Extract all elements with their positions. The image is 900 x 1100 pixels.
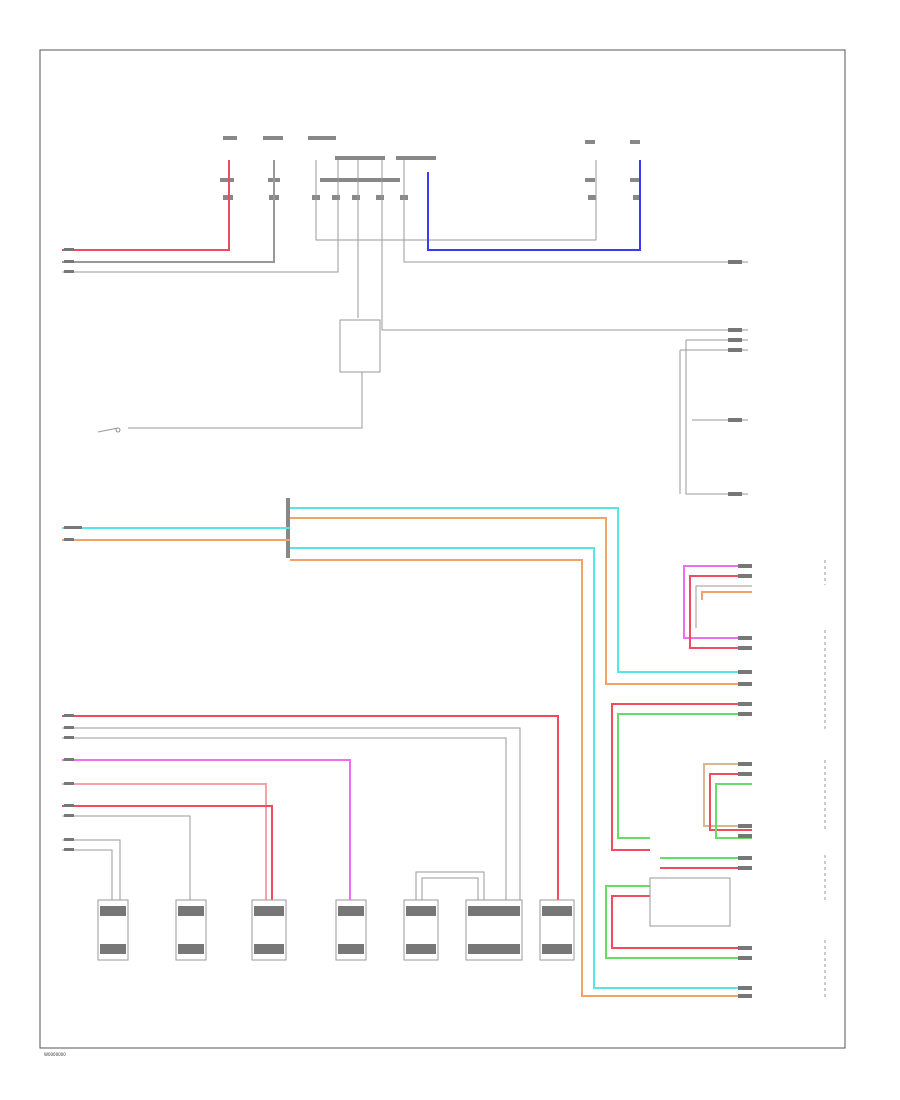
wire-gray-loop [695, 585, 752, 628]
wire-gray-bottom-7 [421, 877, 479, 900]
wire-gray-top-1 [62, 160, 275, 263]
wire-gray-bottom-1 [62, 727, 521, 900]
wire-orange-loop [701, 591, 752, 600]
wire-green-lower-2 [605, 885, 752, 959]
wire-gray-top-4 [403, 160, 748, 263]
wire-red-bottom-1 [62, 715, 559, 900]
lower-right-module [649, 877, 731, 927]
switch-lever [97, 427, 119, 433]
wire-cyan-right-1 [290, 507, 752, 673]
wire-blue-top [427, 160, 641, 251]
wire-red-right-2 [709, 773, 752, 831]
wire-gray-top-5 [381, 160, 748, 331]
wire-green-right [617, 713, 752, 839]
wire-orange-right-2 [290, 559, 752, 997]
wire-red-right [611, 703, 752, 851]
wire-green-right-2 [715, 783, 752, 839]
bottom-module-2 [175, 899, 207, 961]
wire-gray-bottom-4 [62, 839, 121, 900]
wire-magenta-loop [683, 565, 752, 639]
wire-tan-right [703, 763, 752, 827]
bottom-module-4 [335, 899, 367, 961]
bottom-module-3 [251, 899, 287, 961]
right-connector-lower [738, 564, 752, 998]
wire-gray-top-3 [315, 160, 597, 241]
wire-magenta-bottom [62, 759, 351, 900]
wire-switch-out [128, 372, 363, 429]
switch-module [339, 319, 381, 373]
bottom-module-6 [465, 899, 523, 961]
wire-orange-right-1 [290, 517, 752, 685]
wire-cyan-right-2 [290, 547, 752, 989]
wire-red-top [62, 160, 230, 251]
diagram-frame [39, 49, 846, 1049]
wire-gray-bottom-3 [62, 815, 191, 900]
wire-pink-bottom [62, 783, 267, 900]
wire-gray-bottom-5 [62, 849, 113, 900]
bottom-module-7 [539, 899, 575, 961]
wire-red-lower-2 [611, 895, 752, 949]
bottom-modules [97, 899, 575, 961]
footer-code: W0000000 [44, 1052, 66, 1057]
wire-gray-bottom-6 [415, 871, 485, 900]
wire-gray-top-7 [685, 339, 748, 495]
bottom-module-1 [97, 899, 129, 961]
top-connector-group [220, 136, 641, 200]
bottom-module-5 [403, 899, 439, 961]
right-connector-top [728, 260, 742, 496]
left-bus-pin-marks [64, 248, 82, 851]
wire-gray-top-2 [62, 160, 339, 273]
wire-red-loop [689, 575, 752, 649]
wire-red-bottom-2 [62, 805, 273, 900]
wire-gray-bottom-2 [62, 737, 507, 900]
